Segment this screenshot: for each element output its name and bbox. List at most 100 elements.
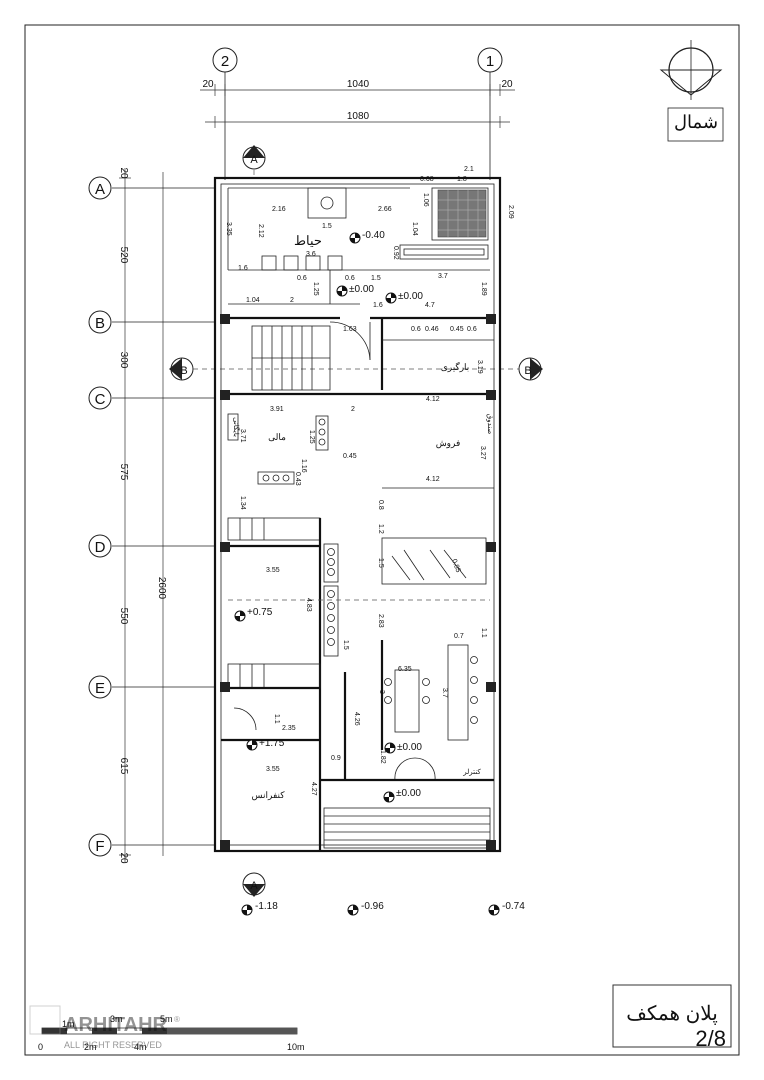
inner-dim: 1.34 (239, 496, 246, 510)
inner-dim: 4.26 (353, 712, 360, 726)
watermark-brand: ARHITAHR (64, 1014, 168, 1036)
inner-dim: 0.68 (420, 176, 434, 183)
inner-dim: 1.89 (480, 282, 487, 296)
level-ext-1: -1.18 (255, 901, 278, 912)
sheet-border (24, 24, 740, 1056)
inner-dim: 2.1 (464, 166, 474, 173)
inner-dim: 2.35 (282, 725, 296, 732)
level-marker: ±0.00 (383, 788, 421, 803)
inner-dim: 1.5 (322, 223, 332, 230)
fountain (307, 187, 347, 219)
level-marker: -0.96 (347, 901, 384, 916)
inner-dim: 3.55 (266, 766, 280, 773)
level-ext-3: -0.74 (502, 901, 525, 912)
dim-cd: 575 (118, 464, 129, 481)
dim-total-1080: 1080 (347, 111, 370, 122)
inner-dimensions: 2.1 0.68 1.8 2.16 1.5 2.66 1.06 2.09 3.3… (225, 166, 514, 796)
level-marker: ±0.00 (385, 291, 423, 304)
grid-letter-a: A (95, 181, 105, 198)
inner-dim: 1.63 (343, 326, 357, 333)
dim-bc: 300 (118, 352, 129, 369)
inner-dim: 1.82 (379, 750, 386, 764)
title: پلان همکف (626, 1003, 718, 1025)
room-archive: بایگانی (232, 417, 241, 437)
dim-edge-right: 20 (501, 79, 513, 90)
inner-dim: 1.5 (342, 640, 349, 650)
inner-dim: 1.04 (246, 297, 260, 304)
scale-4m: 4m (134, 1042, 147, 1052)
inner-dim: 1.8 (457, 176, 467, 183)
room-labels: حیاط بارگیری فروش مالی بایگانی کنفرانس ک… (232, 233, 493, 801)
watermark-rights: ALL RIGHT RESERVED (64, 1040, 162, 1050)
inner-dim: 0.85 (450, 558, 461, 573)
level-marker: -1.18 (241, 901, 278, 916)
level-markers: -0.40 ±0.00 ±0.00 +0.75 +1.75 ±0.00 ±0.0… (234, 230, 525, 916)
grid-letter-b: B (95, 315, 105, 332)
scale-1m: 1m (62, 1019, 75, 1029)
dim-top-edge: 20 (118, 167, 129, 179)
section-b-right-label: B (524, 365, 531, 377)
inner-dim: 3 (378, 690, 385, 694)
room-conference: کنفرانس (252, 790, 286, 801)
level-ext-2: -0.96 (361, 901, 384, 912)
inner-dim: 2.66 (378, 206, 392, 213)
inner-dim: 0.92 (392, 246, 399, 260)
level-yard: -0.40 (362, 230, 385, 241)
section-marks: A A B B (169, 145, 543, 897)
north-arrow: شمال (659, 40, 724, 142)
inner-dim: 4.83 (305, 598, 312, 612)
inner-dim: 2.83 (377, 614, 384, 628)
watermark: ARHITAHR ® ALL RIGHT RESERVED (29, 1005, 180, 1050)
inner-dim: 4.7 (425, 302, 435, 309)
inner-dim: 3.55 (266, 567, 280, 574)
dim-edge-left: 20 (202, 79, 214, 90)
grid-bubble-f (88, 833, 112, 857)
room-warehouse: بارگیری (441, 361, 470, 373)
inner-dim: 1.25 (308, 430, 315, 444)
room-controller: کنترلر (462, 768, 481, 776)
level-left-lower: +1.75 (259, 738, 285, 749)
left-grid: A B C D E F 20 520 300 575 550 615 20 26… (88, 167, 215, 864)
level-yard-mid: ±0.00 (349, 284, 374, 295)
grid-bubble-c (88, 386, 112, 410)
inner-dim: 2.09 (507, 205, 514, 219)
inner-dim: 3.7 (438, 273, 448, 280)
inner-dim: 1.1 (480, 628, 487, 638)
scale-5m: 5m (160, 1014, 173, 1024)
room-cashier: صندوق (486, 414, 493, 435)
inner-dim: 1.06 (422, 193, 429, 207)
inner-dim: 3.6 (306, 251, 316, 258)
inner-dim: 2 (351, 406, 355, 413)
inner-dim: 1.6 (238, 265, 248, 272)
title-block: پلان همکف 2/8 (612, 984, 732, 1051)
section-b-left-label: B (180, 365, 187, 377)
inner-dim: 1.16 (300, 459, 307, 473)
scale-0: 0 (38, 1042, 43, 1052)
inner-dim: 0.6 (345, 275, 355, 282)
inner-dim: 3.19 (476, 360, 483, 374)
section-a-bottom-label: A (250, 880, 258, 892)
grid-number-2: 2 (221, 53, 229, 70)
level-marker: -0.40 (349, 230, 385, 244)
dim-span-1040: 1040 (347, 79, 370, 90)
grid-bubble-e (88, 675, 112, 699)
level-marker: -0.74 (488, 901, 525, 916)
dim-ab: 520 (118, 247, 129, 264)
grid-bubble-d (88, 534, 112, 558)
inner-dim: 3.71 (239, 429, 246, 443)
inner-dim: 1.5 (371, 275, 381, 282)
grid-bubble-1 (477, 47, 503, 73)
north-label: شمال (674, 112, 718, 132)
inner-dim: 1.2 (377, 524, 384, 534)
inner-dim: 0.6 (411, 326, 421, 333)
grid-letter-c: C (95, 391, 106, 408)
dim-ef: 615 (118, 758, 129, 775)
watermark-reg: ® (174, 1015, 180, 1024)
grid-bubble-2 (212, 47, 238, 73)
inner-dim: 2.16 (272, 206, 286, 213)
building-outline (213, 176, 502, 853)
level-marker: ±0.00 (384, 742, 422, 754)
dim-total-2600: 2600 (156, 577, 167, 600)
inner-dim: 0.6 (467, 326, 477, 333)
